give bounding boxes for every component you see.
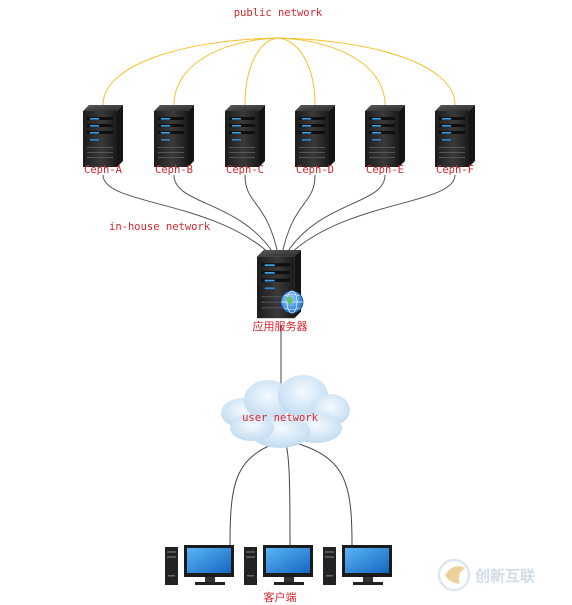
user-network-cloud: user network [221, 375, 350, 448]
user-network-links [229, 439, 353, 546]
public-link [277, 37, 386, 106]
client-computer-icon[interactable] [323, 545, 392, 585]
in-house-network-links [102, 174, 456, 255]
client-computer-icon[interactable] [165, 545, 234, 585]
user-link [284, 439, 291, 546]
ceph-cluster: Ceph-A Ceph-B Ceph-C Ceph-D Ceph-E Ceph-F [83, 105, 475, 176]
public-link [244, 37, 279, 106]
public-link [277, 37, 316, 106]
ceph-node-ceph-c[interactable]: Ceph-C [225, 105, 265, 176]
clients-label: 客户端 [264, 590, 297, 604]
server-icon [295, 105, 335, 167]
in-house-link [289, 174, 456, 255]
ceph-node-label: Ceph-B [155, 164, 193, 176]
ceph-node-label: Ceph-E [366, 164, 404, 176]
user-link [229, 439, 286, 546]
in-house-link [244, 174, 279, 255]
cloud-icon [221, 375, 350, 448]
watermark-logo: 创新互联 [437, 558, 536, 592]
server-icon [435, 105, 475, 167]
in-house-link [173, 174, 275, 255]
ceph-node-label: Ceph-A [84, 164, 123, 176]
server-icon [225, 105, 265, 167]
user-network-label: user network [242, 412, 319, 424]
ceph-node-ceph-d[interactable]: Ceph-D [295, 105, 335, 176]
server-icon [365, 105, 405, 167]
ceph-node-label: Ceph-F [436, 164, 474, 176]
ceph-node-label: Ceph-C [226, 164, 264, 176]
server-icon [83, 105, 123, 167]
client-computer-icon[interactable] [244, 545, 313, 585]
server-icon [154, 105, 194, 167]
in-house-link [281, 174, 316, 255]
globe-icon [280, 290, 304, 314]
ceph-node-ceph-f[interactable]: Ceph-F [435, 105, 475, 176]
app-server[interactable]: 应用服务器 [253, 250, 308, 333]
ceph-node-ceph-b[interactable]: Ceph-B [154, 105, 194, 176]
in-house-network-label: in-house network [109, 221, 211, 233]
in-house-link [102, 174, 271, 255]
user-link [284, 439, 353, 546]
public-link [277, 37, 456, 106]
public-link [173, 37, 279, 106]
client-group: 客户端 [165, 545, 392, 604]
in-house-link [285, 174, 386, 255]
ceph-node-label: Ceph-D [296, 164, 334, 176]
watermark-text: 创新互联 [474, 567, 536, 585]
ceph-node-ceph-e[interactable]: Ceph-E [365, 105, 405, 176]
ceph-node-ceph-a[interactable]: Ceph-A [83, 105, 123, 176]
public-link [102, 37, 279, 106]
public-network-links [102, 37, 456, 106]
public-network-label: public network [234, 7, 323, 19]
app-server-label: 应用服务器 [253, 319, 308, 333]
